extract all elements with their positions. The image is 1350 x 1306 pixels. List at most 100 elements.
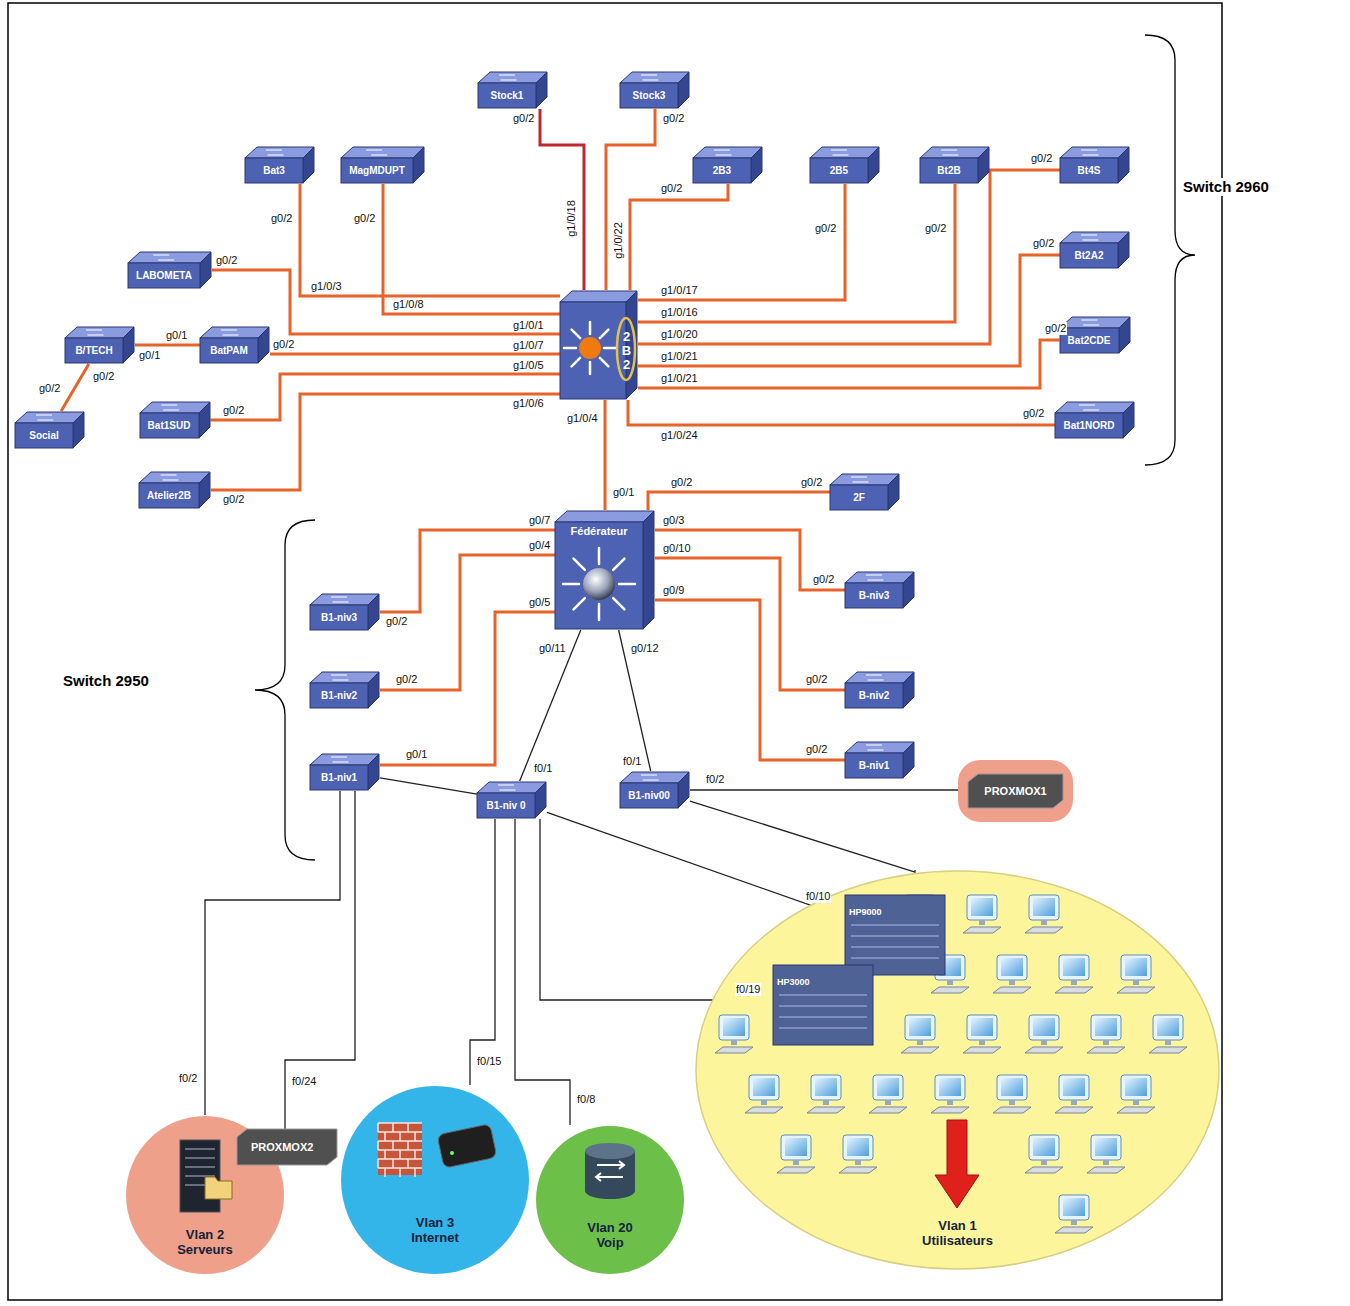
computer-icon: [931, 1075, 969, 1113]
node-label: B1-niv3: [321, 612, 357, 624]
shape-face: [620, 83, 678, 108]
server-icon: HP9000: [845, 895, 945, 975]
shape-face: [560, 291, 637, 302]
port-label: f0/8: [576, 1093, 596, 1106]
shape-face: [920, 158, 978, 183]
network-cable: [655, 600, 845, 760]
folder-icon: [205, 1177, 232, 1199]
shape-face: [535, 782, 546, 818]
port-arrow: [86, 330, 104, 335]
shape-face: [555, 511, 654, 522]
zone-fill: [126, 1116, 284, 1274]
computer-icon: [993, 1075, 1031, 1113]
shape-face: [245, 147, 314, 158]
network-cable: [211, 394, 560, 490]
node-label: 2F: [853, 492, 865, 504]
shape-face: [368, 594, 379, 630]
port-label: g1/0/18: [564, 199, 577, 238]
shape-face: [1060, 328, 1119, 353]
network-cable: [270, 353, 560, 356]
network-cable: [212, 270, 560, 334]
computer-icon: [901, 895, 939, 933]
computer-icon: [1055, 1195, 1093, 1233]
shape-face: [555, 522, 643, 629]
shape-face: [1055, 402, 1134, 413]
computer-icon: [1149, 1015, 1187, 1053]
network-cable: [638, 184, 845, 300]
shape-face: [845, 672, 914, 683]
vlan-zone: Vlan 2 ServeursPROXMOX2: [125, 1115, 285, 1275]
port-arrow: [619, 583, 635, 586]
port-label: g0/2: [215, 254, 238, 267]
node-label: Bt4S: [1078, 165, 1101, 177]
port-label: f0/10: [805, 890, 831, 903]
node-label: Bat1SUD: [148, 420, 191, 432]
port-arrow: [574, 598, 585, 609]
node-label: B-niv1: [859, 760, 890, 772]
node-label: B1-niv00: [628, 790, 670, 802]
node-label: Bat3: [263, 165, 285, 177]
port-arrow: [1081, 235, 1099, 240]
shape-face: [237, 1129, 337, 1165]
shape-face: [128, 252, 211, 263]
shape-face: [123, 327, 134, 363]
shape-face: [65, 327, 134, 338]
shape-face: [845, 583, 903, 608]
switch-icon: B1-niv00: [620, 771, 690, 809]
node-label: Bt2A2: [1075, 250, 1104, 262]
network-cable: [604, 400, 607, 510]
proxmox-host: PROXMOX1: [958, 760, 1073, 822]
port-arrow: [598, 604, 601, 620]
port-label: g0/9: [662, 584, 685, 597]
port-label: g0/3: [662, 514, 685, 527]
shape-face: [478, 72, 547, 83]
shape-face: [620, 772, 689, 783]
port-arrow: [851, 477, 869, 482]
switch-icon: 2B5: [810, 146, 880, 184]
port-arrow: [589, 362, 592, 374]
switch-icon: B1-niv3: [310, 593, 380, 631]
network-cable: [380, 530, 555, 612]
port-label: g0/2: [353, 212, 376, 225]
shape-face: [73, 412, 84, 448]
port-label: g0/12: [630, 642, 660, 655]
switch-icon: BatPAM: [200, 326, 270, 364]
router-icon: [585, 1151, 635, 1191]
shape-face: [845, 683, 903, 708]
network-cable: [547, 812, 845, 917]
port-label: g0/10: [662, 542, 692, 555]
port-arrow: [161, 405, 179, 410]
port-label: g1/0/16: [660, 306, 699, 319]
switch-icon: B-niv1: [845, 741, 915, 779]
node-label: MagMDUPT: [349, 165, 405, 177]
port-label: g0/2: [1044, 322, 1067, 335]
network-cable: [61, 364, 89, 411]
computer-icon: [993, 955, 1031, 993]
shape-face: [303, 147, 314, 183]
group-brace: [1145, 35, 1195, 465]
shape-face: [310, 683, 368, 708]
node-label: 2B3: [713, 165, 731, 177]
core-emblem: [579, 337, 601, 359]
shape-face: [643, 511, 654, 629]
port-label: g0/2: [222, 493, 245, 506]
node-label: Vlan 20 Voip: [579, 1220, 641, 1250]
shape-face: [200, 338, 258, 363]
node-label: Bat1NORD: [1063, 420, 1114, 432]
shape-face: [678, 772, 689, 808]
shape-face: [258, 327, 269, 363]
port-arrow: [714, 150, 732, 155]
shape-face: [845, 753, 903, 778]
port-arrow: [331, 757, 349, 762]
switch-icon: B/TECH: [65, 326, 135, 364]
node-label: Vlan 3 Internet: [399, 1215, 471, 1245]
shape-face: [200, 327, 269, 338]
label-ring: [617, 318, 635, 380]
port-arrow: [641, 75, 659, 80]
shape-face: [810, 147, 879, 158]
port-label: g0/2: [670, 476, 693, 489]
port-label: g1/0/7: [512, 339, 545, 352]
port-label: g0/1: [405, 748, 428, 761]
network-cable: [638, 184, 955, 322]
